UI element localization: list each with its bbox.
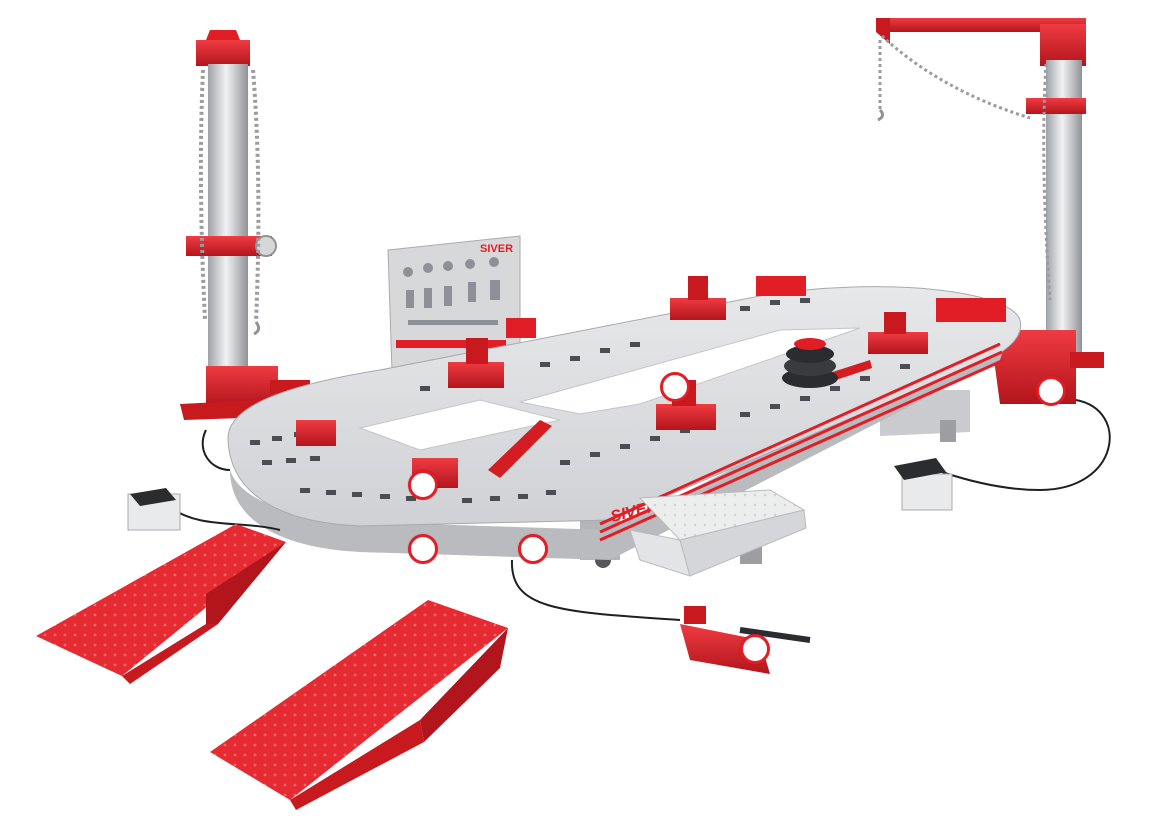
left-tower xyxy=(180,30,310,420)
left-tower-chain xyxy=(198,69,207,321)
left-tower-cap xyxy=(196,40,250,66)
step-platform xyxy=(629,489,807,577)
right-tower-boom xyxy=(876,18,1086,32)
hotspot-bench-front-middle-bottom[interactable] xyxy=(518,534,548,564)
hotspot-bench-front-left-bottom[interactable] xyxy=(408,534,438,564)
hotspot-center-clamp[interactable] xyxy=(660,372,690,402)
right-air-pump xyxy=(894,458,953,511)
hotspot-hydraulic-pump[interactable] xyxy=(740,634,770,664)
ramp-left xyxy=(36,524,286,684)
hotspot-right-tower-base[interactable] xyxy=(1036,376,1066,406)
right-tower-chain xyxy=(880,34,1031,120)
left-tower-pillar xyxy=(208,64,248,374)
air-jack xyxy=(782,338,838,388)
bench-clamps xyxy=(296,276,1006,488)
tool-board-brand: SIVER xyxy=(480,243,513,255)
left-air-pump xyxy=(127,488,181,531)
ramp-right xyxy=(210,600,508,810)
hotspot-ramp-clamp-front-left[interactable] xyxy=(408,470,438,500)
